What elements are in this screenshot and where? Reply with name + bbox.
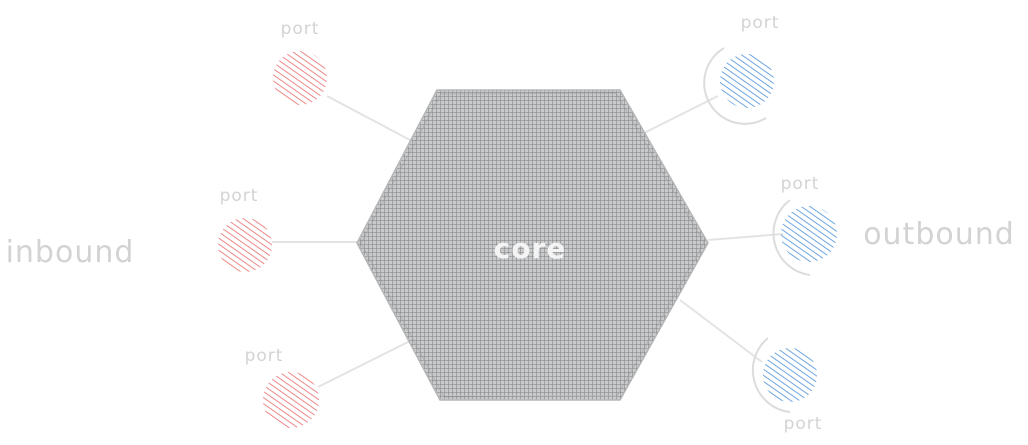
port-arc — [703, 47, 767, 125]
port-label: port — [781, 174, 820, 194]
connector-outbound-top — [641, 95, 719, 135]
port-label: port — [281, 19, 320, 39]
red-hatched-circle-icon — [273, 51, 327, 105]
port-label: port — [245, 346, 284, 366]
port-arc — [751, 337, 791, 413]
outbound-port-bottom: port — [751, 337, 823, 434]
inbound-port-top: port — [273, 19, 327, 105]
red-hatched-circle-icon — [218, 218, 272, 272]
core-hexagon: core — [356, 89, 709, 401]
red-hatched-circle-icon — [263, 372, 319, 428]
connector-outbound-bottom — [679, 299, 763, 363]
port-arc — [772, 199, 811, 276]
outbound-port-middle: port — [772, 174, 837, 276]
port-label: port — [220, 186, 259, 206]
outbound-label: outbound — [863, 217, 1015, 252]
connector-inbound-bottom — [317, 339, 413, 388]
core-label: core — [494, 232, 567, 265]
inbound-label: inbound — [6, 235, 135, 270]
connector-outbound-middle — [707, 233, 784, 241]
port-label: port — [741, 13, 780, 33]
blue-hatched-circle-icon — [781, 206, 837, 262]
blue-hatched-circle-icon — [763, 348, 817, 402]
inbound-port-bottom: port — [245, 346, 319, 428]
port-label: port — [784, 414, 823, 434]
outbound-port-top: port — [703, 13, 780, 125]
inbound-port-middle: port — [218, 186, 272, 272]
blue-hatched-circle-icon — [720, 54, 774, 108]
connectors — [272, 95, 784, 388]
connector-inbound-top — [326, 95, 411, 141]
